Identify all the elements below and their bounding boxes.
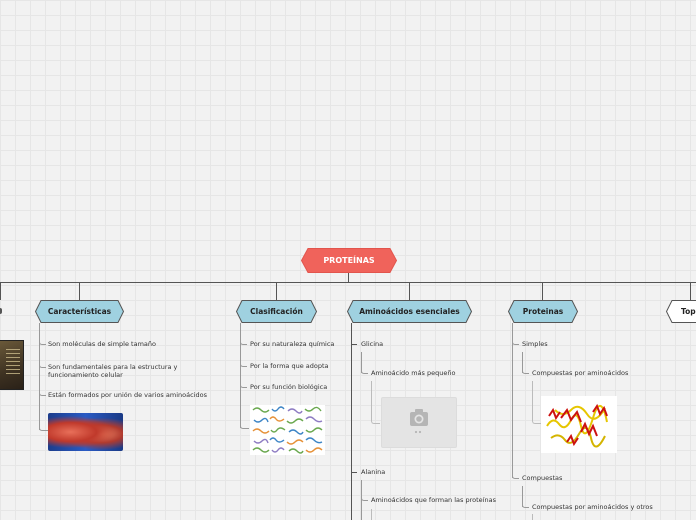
proteinas-item-1[interactable]: Simples — [522, 340, 548, 348]
protein-shapes-art — [252, 406, 323, 454]
aminoacidos-item-1[interactable]: Glicina — [361, 340, 384, 348]
protein-structure-art — [546, 403, 608, 448]
protein-structure-image[interactable] — [541, 396, 617, 453]
branch-drop-left — [0, 282, 1, 300]
left-image-node — [0, 340, 24, 390]
proteinas-subitem-1[interactable]: Compuestas por aminoácidos — [532, 369, 629, 377]
proteinas-conn-1 — [512, 335, 519, 345]
clasificacion-conn-3 — [240, 378, 247, 388]
branch-drop-clasificacion — [276, 282, 277, 300]
proteinas-item-2[interactable]: Compuestas — [522, 474, 563, 482]
branch-aminoacidos[interactable]: Aminoácidos esenciales — [347, 300, 472, 323]
compuestas-spine — [522, 486, 523, 507]
compuestas-conn-1 — [522, 498, 529, 508]
camera-icon — [410, 409, 428, 434]
clasificacion-item-3[interactable]: Por su función biológica — [250, 383, 328, 391]
aminoacidos-tick-2 — [351, 472, 357, 473]
root-node-shape — [301, 248, 397, 273]
glicina-conn-1 — [361, 364, 368, 374]
branch-aminoacidos-shape — [347, 300, 472, 323]
protein-shapes-image[interactable] — [250, 405, 325, 455]
branch-top[interactable]: Top — [666, 300, 696, 323]
branch-caracteristicas-label: Características — [47, 307, 112, 316]
branch-proteinas[interactable]: Proteinas — [508, 300, 578, 323]
branch-aminoacidos-label: Aminoácidos esenciales — [359, 307, 460, 316]
clasificacion-conn-2 — [240, 357, 247, 367]
branch-proteinas-label: Proteinas — [522, 307, 564, 316]
aminoacidos-subitem-1[interactable]: Aminoácido más pequeño — [371, 369, 456, 377]
branch-drop-aminoacidos — [409, 282, 410, 300]
clasificacion-spine — [240, 323, 241, 428]
aminoacidos-item-2[interactable]: Alanina — [361, 468, 386, 476]
aminoacidos-subitem-2[interactable]: Aminoácidos que forman las proteínas — [371, 496, 496, 504]
proteinas-subitem-2[interactable]: Compuestas por aminoácidos y otros — [532, 503, 653, 511]
proteinas-spine — [512, 323, 513, 478]
glicina-conn-2 — [371, 381, 380, 424]
clasificacion-item-2[interactable]: Por la forma que adopta — [250, 362, 329, 370]
compuestas-sub-spine — [532, 514, 533, 520]
branch-clasificacion-label: Clasificación — [250, 307, 303, 316]
caracteristicas-item-3[interactable]: Están formados por unión de varios amino… — [48, 391, 207, 399]
left-image-text — [6, 349, 20, 375]
branch-drop-proteinas — [542, 282, 543, 300]
root-stem — [348, 273, 349, 283]
branch-caracteristicas-shape — [35, 300, 124, 323]
alanina-sub-spine — [371, 509, 372, 520]
clasificacion-item-1[interactable]: Por su naturaleza química — [250, 340, 335, 348]
branch-top-label: Top — [681, 307, 696, 316]
branch-drop-top — [690, 282, 691, 300]
left-partial-label — [0, 308, 2, 314]
branch-proteinas-shape — [508, 300, 578, 323]
clasificacion-conn-4 — [240, 418, 249, 429]
branch-caracteristicas[interactable]: Características — [35, 300, 124, 323]
branch-bus — [0, 282, 696, 283]
branch-clasificacion-shape — [236, 300, 317, 323]
root-label: PROTEÍNAS — [323, 256, 375, 265]
root-node[interactable]: PROTEÍNAS — [301, 248, 397, 273]
simples-conn-1 — [522, 364, 529, 374]
caracteristicas-conn-4 — [39, 420, 48, 431]
glicina-spine — [361, 352, 362, 373]
alanina-conn-1 — [361, 491, 368, 501]
proteinas-conn-2 — [512, 469, 519, 479]
caracteristicas-item-2[interactable]: Son fundamentales para la estructura y f… — [48, 363, 178, 379]
caracteristicas-conn-1 — [39, 335, 46, 345]
caracteristicas-item-1[interactable]: Son moléculas de simple tamaño — [48, 340, 156, 348]
simples-spine — [522, 352, 523, 373]
caracteristicas-spine — [39, 323, 40, 430]
caracteristicas-conn-3 — [39, 386, 46, 396]
image-placeholder[interactable] — [381, 397, 457, 448]
simples-conn-2 — [532, 381, 541, 424]
aminoacidos-tick-1 — [351, 344, 357, 345]
aminoacidos-spine — [351, 323, 352, 520]
dna-image[interactable] — [48, 413, 123, 451]
branch-clasificacion[interactable]: Clasificación — [236, 300, 317, 323]
clasificacion-conn-1 — [240, 335, 247, 345]
branch-drop-caracteristicas — [79, 282, 80, 300]
branch-top-shape — [666, 300, 696, 323]
caracteristicas-conn-2 — [39, 358, 46, 368]
